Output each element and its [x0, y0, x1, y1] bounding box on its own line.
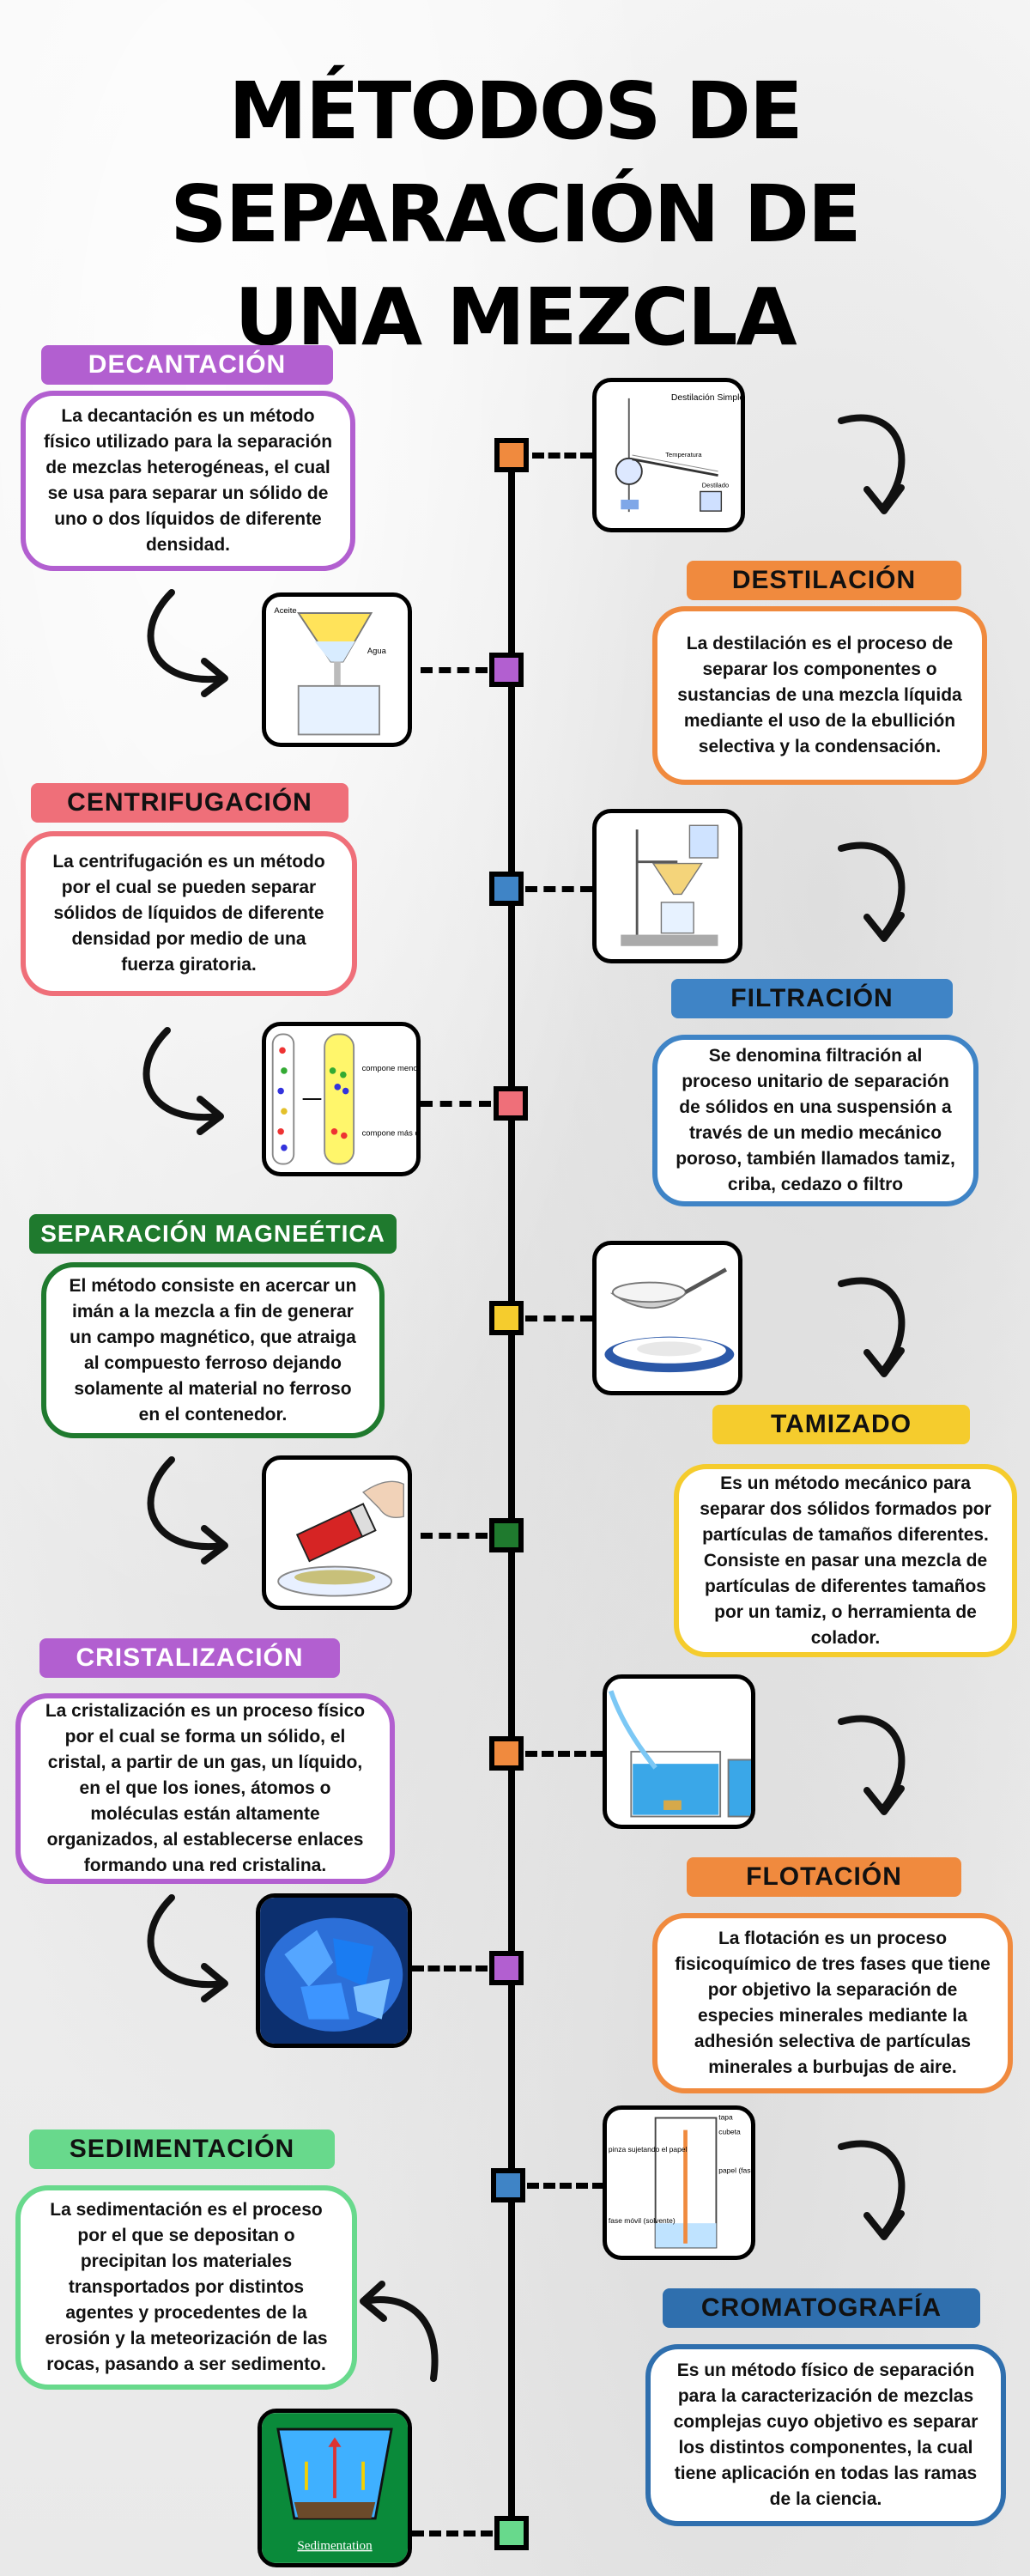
magnet-icon — [277, 1480, 404, 1597]
connector-cromatografia — [527, 2183, 604, 2189]
curved-arrow-icon — [833, 1704, 927, 1825]
svg-text:pinza sujetando el papel: pinza sujetando el papel — [609, 2145, 688, 2154]
connector-destilacion — [532, 453, 592, 459]
centrifuge-tube-icon: compone menos d compone más den — [271, 1033, 416, 1165]
connector-filtracion — [525, 886, 592, 892]
svg-text:Destilado: Destilado — [702, 482, 729, 489]
image-filtracion — [592, 809, 742, 963]
connector-magnetica — [421, 1533, 488, 1539]
card-cristalizacion: La cristalización es un proceso físico p… — [15, 1693, 395, 1884]
svg-text:compone más den: compone más den — [362, 1129, 416, 1139]
sedimentation-tank-icon: Sedimentation — [262, 2413, 408, 2563]
label-cristalizacion: CRISTALIZACIÓN — [39, 1638, 340, 1678]
connector-centrifugacion — [421, 1101, 491, 1107]
card-cromatografia: Es un método físico de separación para l… — [645, 2344, 1006, 2526]
decanting-funnel-icon: Aceite Agua — [274, 605, 387, 736]
svg-text:tapa: tapa — [718, 2112, 733, 2121]
label-sedimentacion: SEDIMENTACIÓN — [29, 2129, 335, 2169]
svg-text:Aceite: Aceite — [274, 605, 296, 615]
svg-text:compone menos d: compone menos d — [362, 1064, 416, 1073]
image-decantacion: Aceite Agua — [262, 592, 412, 747]
image-centrifugacion: compone menos d compone más den — [262, 1022, 421, 1176]
curved-arrow-icon — [833, 831, 927, 951]
timeline-node-destilacion — [494, 438, 529, 472]
svg-text:fase móvil (solvente): fase móvil (solvente) — [609, 2216, 676, 2225]
timeline-node-flotacion — [489, 1736, 524, 1771]
label-destilacion: DESTILACIÓN — [687, 561, 961, 600]
timeline-node-tamizado — [489, 1301, 524, 1335]
curved-arrow-icon — [137, 1889, 232, 2009]
curved-arrow-icon — [137, 584, 232, 704]
timeline-node-decantacion — [489, 653, 524, 687]
card-destilacion: La destilación es el proceso de separar … — [652, 606, 987, 785]
label-centrifugacion: CENTRIFUGACIÓN — [31, 783, 348, 823]
image-cristalizacion — [256, 1893, 412, 2048]
flotation-beaker-icon — [609, 1690, 751, 1818]
timeline-node-cristalizacion — [489, 1951, 524, 1985]
image-sedimentacion: Sedimentation — [258, 2409, 412, 2567]
connector-sedimentacion — [412, 2530, 493, 2537]
svg-text:papel (fase estacionaria): papel (fase estacionaria) — [718, 2166, 751, 2175]
curved-arrow-icon — [833, 404, 927, 524]
page-title: MÉTODOS DE SEPARACIÓN DE UNA MEZCLA — [0, 60, 1030, 369]
image-tamizado — [592, 1241, 742, 1395]
card-centrifugacion: La centrifugación es un método por el cu… — [21, 831, 357, 996]
sieve-icon — [604, 1267, 735, 1373]
image-destilacion: Destilación Simple Temperatura Destilado — [592, 378, 745, 532]
connector-tamizado — [525, 1315, 592, 1321]
svg-text:Sedimentation: Sedimentation — [297, 2539, 373, 2553]
timeline-node-magnetica — [489, 1518, 524, 1552]
curved-arrow-icon — [833, 1267, 927, 1387]
timeline-node-cromatografia — [491, 2168, 525, 2202]
card-tamizado: Es un método mecánico para separar dos s… — [674, 1464, 1017, 1657]
label-filtracion: FILTRACIÓN — [671, 979, 953, 1018]
curved-arrow-icon — [133, 1022, 227, 1142]
card-separacion-magnetica: El método consiste en acercar un imán a … — [41, 1262, 385, 1438]
label-tamizado: TAMIZADO — [712, 1405, 970, 1444]
connector-decantacion — [421, 667, 488, 673]
filter-funnel-icon — [621, 824, 719, 946]
title-line-1: MÉTODOS DE SEPARACIÓN DE — [170, 65, 862, 260]
curved-arrow-icon — [137, 1451, 232, 1571]
label-cromatografia: CROMATOGRAFÍA — [663, 2288, 980, 2328]
image-separacion-magnetica — [262, 1455, 412, 1610]
curved-arrow-icon — [833, 2129, 927, 2250]
distillation-apparatus-icon: Destilación Simple Temperatura Destilado — [615, 393, 741, 513]
svg-text:Destilación Simple: Destilación Simple — [671, 393, 741, 403]
svg-text:cubeta: cubeta — [718, 2127, 741, 2136]
image-cromatografia: tapa cubeta pinza sujetando el papel pap… — [603, 2105, 755, 2260]
timeline-node-centrifugacion — [494, 1086, 528, 1121]
card-filtracion: Se denomina filtración al proceso unitar… — [652, 1035, 978, 1206]
timeline-node-sedimentacion — [494, 2516, 529, 2550]
crystals-icon — [260, 1898, 408, 2044]
image-flotacion — [603, 1674, 755, 1829]
svg-text:Temperatura: Temperatura — [665, 451, 702, 459]
timeline-line — [508, 455, 515, 2533]
label-separacion-magnetica: SEPARACIÓN MAGNEÉTICA — [29, 1214, 397, 1254]
connector-cristalizacion — [412, 1965, 488, 1971]
label-flotacion: FLOTACIÓN — [687, 1857, 961, 1897]
svg-text:Agua: Agua — [367, 646, 387, 655]
label-decantacion: DECANTACIÓN — [41, 345, 333, 385]
timeline-node-filtracion — [489, 872, 524, 906]
curved-arrow-icon — [348, 2267, 442, 2387]
card-flotacion: La flotación es un proceso fisicoquímico… — [652, 1913, 1013, 2093]
chromatography-icon: tapa cubeta pinza sujetando el papel pap… — [609, 2112, 751, 2249]
card-sedimentacion: La sedimentación es el proceso por el qu… — [15, 2185, 357, 2390]
connector-flotacion — [525, 1751, 603, 1757]
card-decantacion: La decantación es un método físico utili… — [21, 391, 355, 571]
